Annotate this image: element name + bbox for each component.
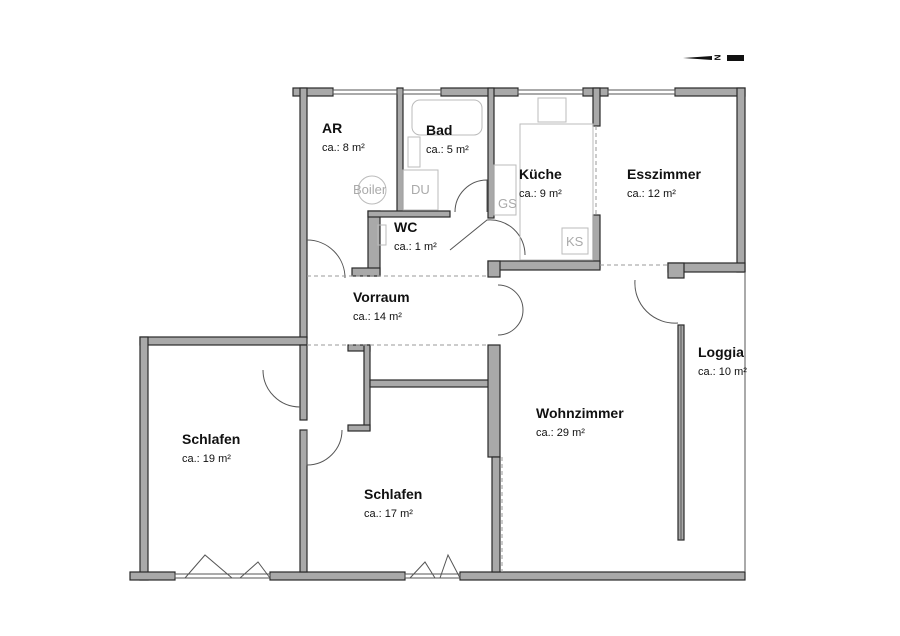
boiler-label: Boiler — [353, 182, 387, 197]
exterior-walls — [129, 87, 746, 581]
doors — [184, 179, 679, 579]
room-name: Bad — [426, 122, 453, 138]
room-name: WC — [394, 219, 418, 235]
windows — [174, 89, 746, 579]
room-wc: WC ca.: 1 m² — [394, 219, 437, 253]
room-area: ca.: 1 m² — [394, 241, 437, 253]
room-name: Loggia — [698, 344, 744, 360]
room-name: Esszimmer — [627, 166, 701, 182]
room-name: Schlafen — [182, 431, 241, 447]
room-ar: AR ca.: 8 m² — [322, 120, 365, 154]
room-area: ca.: 19 m² — [182, 453, 231, 465]
room-kueche: Küche ca.: 9 m² — [519, 166, 562, 200]
room-area: ca.: 29 m² — [536, 427, 585, 439]
room-name: Wohnzimmer — [536, 405, 624, 421]
room-name: Schlafen — [364, 486, 423, 502]
room-bad: Bad ca.: 5 m² — [426, 122, 469, 156]
fridge-label: KS — [566, 234, 584, 249]
room-area: ca.: 17 m² — [364, 508, 413, 520]
shower-label: DU — [411, 182, 430, 197]
room-area: ca.: 14 m² — [353, 311, 402, 323]
room-name: Vorraum — [353, 289, 410, 305]
room-schlafen-1: Schlafen ca.: 19 m² — [182, 431, 240, 465]
room-schlafen-2: Schlafen ca.: 17 m² — [364, 486, 422, 520]
room-vorraum: Vorraum ca.: 14 m² — [353, 289, 410, 323]
room-loggia: Loggia ca.: 10 m² — [698, 344, 747, 378]
fixtures-drawing — [357, 97, 594, 261]
room-area: ca.: 9 m² — [519, 188, 562, 200]
room-area: ca.: 8 m² — [322, 142, 365, 154]
room-area: ca.: 5 m² — [426, 144, 469, 156]
room-name: AR — [322, 120, 343, 136]
dishwasher-label: GS — [498, 196, 517, 211]
room-area: ca.: 12 m² — [627, 188, 676, 200]
interior-walls — [299, 87, 685, 573]
room-boundaries — [307, 126, 668, 572]
north-arrow-icon — [683, 55, 744, 61]
room-name: Küche — [519, 166, 562, 182]
room-area: ca.: 10 m² — [698, 366, 747, 378]
north-label: N — [712, 54, 722, 61]
room-esszimmer: Esszimmer ca.: 12 m² — [627, 166, 701, 200]
room-wohnzimmer: Wohnzimmer ca.: 29 m² — [536, 405, 624, 439]
